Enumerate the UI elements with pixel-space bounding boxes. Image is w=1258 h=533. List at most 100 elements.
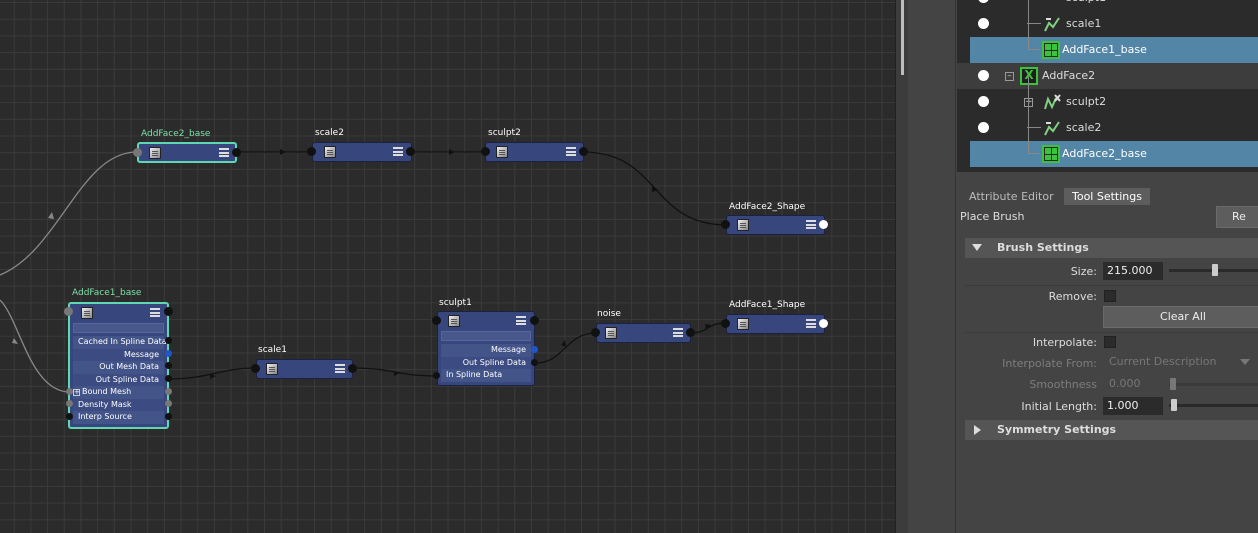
output-port[interactable] xyxy=(819,220,828,229)
outliner-row-addface1-base[interactable]: AddFace1_base xyxy=(970,37,1258,63)
node-scale1[interactable] xyxy=(256,359,353,379)
output-port[interactable] xyxy=(232,148,241,157)
collapse-arrow-icon[interactable] xyxy=(972,244,982,251)
attr-message[interactable]: Message xyxy=(73,348,164,361)
visibility-toggle[interactable] xyxy=(978,0,989,3)
outliner-row-addface2[interactable]: – X AddFace2 xyxy=(957,63,1258,89)
attr-message[interactable]: Message xyxy=(441,344,531,357)
tab-tool-settings[interactable]: Tool Settings xyxy=(1064,188,1150,206)
attribute-list-icon[interactable] xyxy=(806,319,816,328)
port-message[interactable] xyxy=(165,350,172,357)
attr-cached-in-spline-data[interactable]: Cached In Spline Data xyxy=(73,336,167,349)
section-symmetry-settings[interactable]: Symmetry Settings xyxy=(965,420,1258,440)
port-message[interactable] xyxy=(531,346,538,353)
attr-bound-mesh[interactable]: Bound Mesh xyxy=(73,386,164,399)
expand-arrow-icon[interactable] xyxy=(974,425,981,435)
reset-tool-button[interactable]: Re xyxy=(1216,206,1258,228)
output-port[interactable] xyxy=(406,147,415,156)
expand-plus-icon[interactable]: + xyxy=(73,388,80,396)
outliner-row-sculpt2[interactable]: + sculpt2 xyxy=(957,89,1258,115)
port-density-mask-out[interactable] xyxy=(165,400,172,407)
outliner-row-addface2-base[interactable]: AddFace2_base xyxy=(970,141,1258,167)
interpolate-checkbox[interactable] xyxy=(1104,336,1116,348)
attribute-list-icon[interactable] xyxy=(219,148,229,157)
attr-out-spline-data[interactable]: Out Spline Data xyxy=(441,356,531,369)
visibility-toggle[interactable] xyxy=(978,18,989,29)
outliner-row-scale1[interactable]: scale1 xyxy=(957,11,1258,37)
output-port[interactable] xyxy=(530,316,539,325)
node-addface2-shape[interactable] xyxy=(726,215,825,235)
input-port[interactable] xyxy=(721,220,730,229)
attribute-list-icon[interactable] xyxy=(393,147,403,156)
node-graph-editor[interactable]: AddFace2_base scale2 sculpt2 AddFace2_Sh… xyxy=(0,0,895,533)
attr-interp-source[interactable]: Interp Source xyxy=(73,411,164,424)
outliner-row-sculpt1[interactable]: sculpt1 xyxy=(957,0,1258,11)
sculpt-deformer-icon xyxy=(1044,94,1061,110)
port-out-mesh-data[interactable] xyxy=(165,362,172,369)
port-interp-source-out[interactable] xyxy=(165,413,172,420)
collapse-minus-icon[interactable]: – xyxy=(1005,72,1014,81)
attribute-list-icon[interactable] xyxy=(516,316,526,325)
remove-checkbox[interactable] xyxy=(1104,290,1116,302)
output-port[interactable] xyxy=(579,147,588,156)
initial-length-slider-handle[interactable] xyxy=(1171,399,1177,411)
dropdown-arrow-icon[interactable] xyxy=(1240,359,1250,365)
attribute-list-icon[interactable] xyxy=(566,147,576,156)
output-port[interactable] xyxy=(686,328,695,337)
attr-density-mask[interactable]: Density Mask xyxy=(73,398,164,411)
port-density-mask-in[interactable] xyxy=(66,400,73,407)
input-port[interactable] xyxy=(591,328,600,337)
input-port[interactable] xyxy=(721,319,730,328)
attribute-list-icon[interactable] xyxy=(150,308,160,317)
node-addface1-shape[interactable] xyxy=(726,314,825,334)
tab-attribute-editor[interactable]: Attribute Editor xyxy=(969,190,1054,203)
input-port[interactable] xyxy=(432,316,441,325)
node-label-addface1-base: AddFace1_base xyxy=(72,288,142,298)
port-bound-mesh-in[interactable] xyxy=(66,388,73,395)
port-cached-in-spline-data[interactable] xyxy=(165,337,172,344)
port-interp-source-in[interactable] xyxy=(66,413,73,420)
attr-out-mesh-data[interactable]: Out Mesh Data xyxy=(73,361,164,374)
smoothness-field[interactable]: 0.000 xyxy=(1105,375,1163,393)
node-scale2[interactable] xyxy=(312,142,412,162)
attribute-list-icon[interactable] xyxy=(335,364,345,373)
visibility-toggle[interactable] xyxy=(978,122,989,133)
attr-out-spline-data[interactable]: Out Spline Data xyxy=(73,373,164,386)
attr-in-spline-data[interactable]: In Spline Data xyxy=(441,369,531,382)
node-addface2-base[interactable] xyxy=(137,142,237,163)
node-addface1-base[interactable]: Cached In Spline Data Message Out Mesh D… xyxy=(68,302,169,429)
port-bound-mesh-out[interactable] xyxy=(165,388,172,395)
output-port[interactable] xyxy=(819,319,828,328)
attribute-list-icon[interactable] xyxy=(673,328,683,337)
node-label-scale2: scale2 xyxy=(315,128,344,138)
section-brush-settings[interactable]: Brush Settings xyxy=(965,238,1258,258)
input-port[interactable] xyxy=(133,148,142,157)
port-in-spline-data[interactable] xyxy=(433,372,440,379)
input-port[interactable] xyxy=(251,364,260,373)
input-port[interactable] xyxy=(307,147,316,156)
smoothness-slider-handle[interactable] xyxy=(1170,378,1176,390)
interpolate-from-dropdown[interactable]: Current Description xyxy=(1105,353,1258,371)
visibility-toggle[interactable] xyxy=(978,96,989,107)
size-field[interactable]: 215.000 xyxy=(1103,262,1163,280)
input-port[interactable] xyxy=(481,147,490,156)
input-port[interactable] xyxy=(64,307,73,316)
output-port[interactable] xyxy=(164,307,173,316)
outliner-row-scale2[interactable]: scale2 xyxy=(957,115,1258,141)
interpolate-label: Interpolate: xyxy=(1032,336,1097,349)
output-port[interactable] xyxy=(348,364,357,373)
initial-length-field[interactable]: 1.000 xyxy=(1103,397,1163,415)
node-noise[interactable] xyxy=(596,323,691,343)
attribute-list-icon[interactable] xyxy=(806,220,816,229)
size-slider-handle[interactable] xyxy=(1212,264,1218,276)
port-out-spline-data[interactable] xyxy=(165,375,172,382)
clear-all-button[interactable]: Clear All xyxy=(1103,306,1258,328)
visibility-toggle[interactable] xyxy=(978,70,989,81)
node-sculpt2[interactable] xyxy=(485,142,584,162)
node-sculpt1[interactable]: Message Out Spline Data In Spline Data xyxy=(437,311,535,386)
smoothness-slider-track[interactable] xyxy=(1169,383,1258,386)
panel-splitter[interactable] xyxy=(895,0,908,533)
initial-length-slider-track[interactable] xyxy=(1169,404,1258,407)
scrollbar-thumb[interactable] xyxy=(901,0,904,75)
port-out-spline-data[interactable] xyxy=(531,359,538,366)
